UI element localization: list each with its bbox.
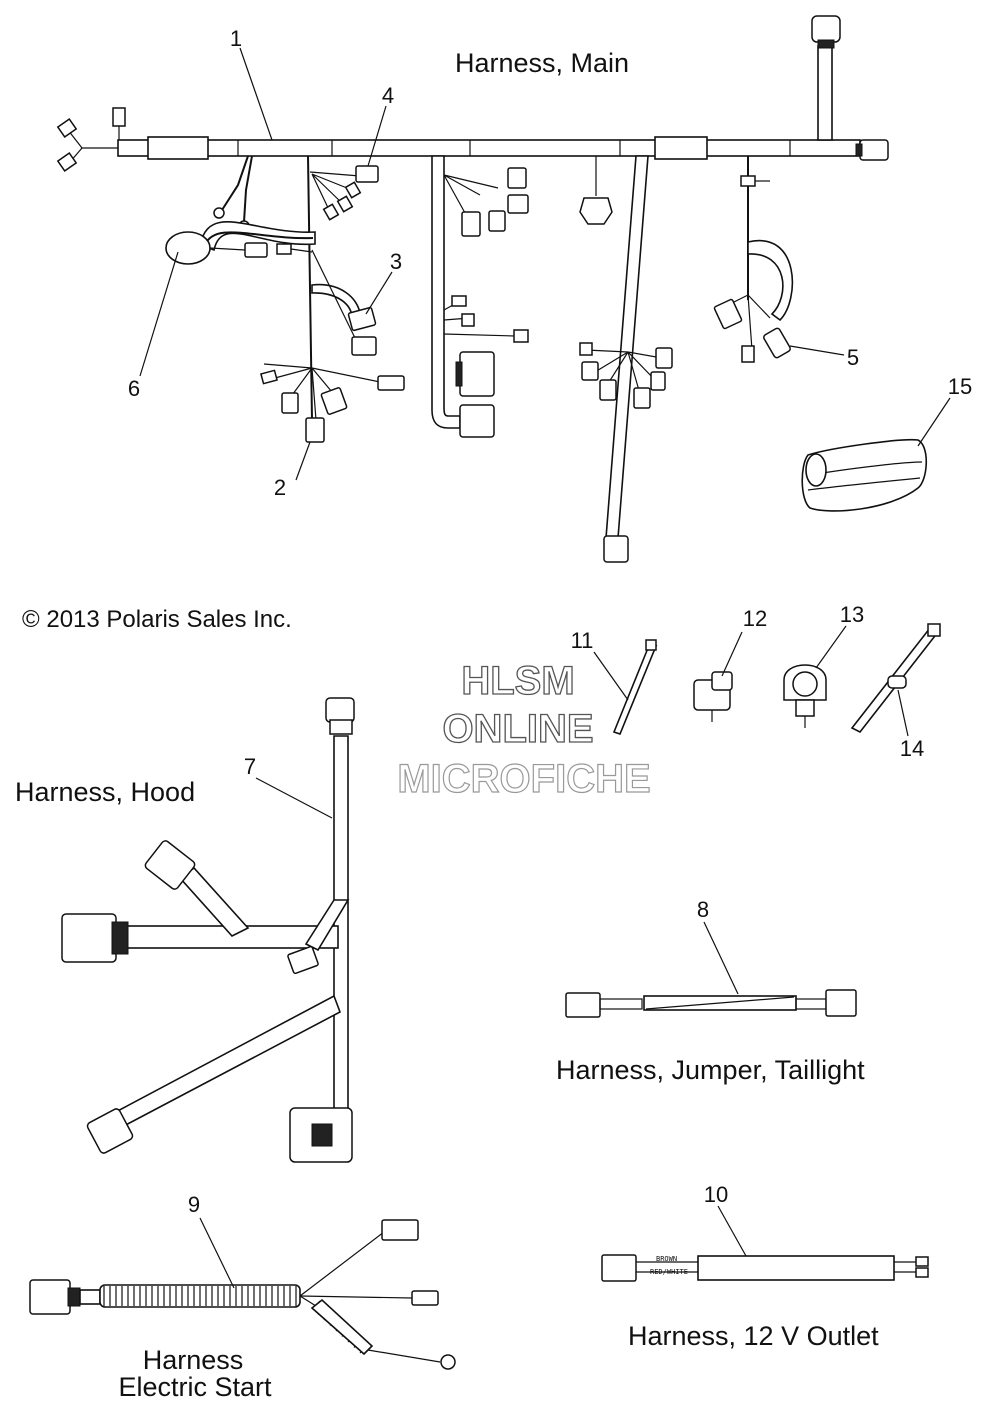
wire-label-brown: BROWN	[656, 1255, 677, 1263]
part-12-clip	[693, 671, 733, 722]
outlet-harness-title: Harness, 12 V Outlet	[628, 1321, 879, 1351]
callout-14: 14	[900, 736, 924, 761]
callout-12: 12	[743, 606, 767, 631]
callout-9: 9	[188, 1192, 200, 1217]
part-14-push-tie	[850, 623, 941, 734]
watermark-line2: ONLINE	[442, 707, 593, 751]
hood-harness-title: Harness, Hood	[15, 777, 195, 807]
callout-2: 2	[274, 475, 286, 500]
hood-harness	[61, 697, 355, 1163]
callout-5: 5	[847, 345, 859, 370]
wire-label-red-white: RED/WHITE	[650, 1268, 688, 1276]
part-15-conduit	[801, 438, 928, 512]
callout-8: 8	[697, 897, 709, 922]
jumper-harness-title: Harness, Jumper, Taillight	[556, 1055, 865, 1085]
callout-10: 10	[704, 1182, 728, 1207]
watermark-line1: HLSM	[461, 659, 574, 703]
start-harness-title-line2: Electric Start	[118, 1372, 272, 1402]
outlet-harness: BROWN RED/WHITE	[601, 1254, 929, 1282]
callout-4: 4	[382, 83, 394, 108]
callout-13: 13	[840, 602, 864, 627]
main-harness	[56, 15, 889, 563]
fastener-parts	[612, 623, 941, 735]
leader-lines	[139, 47, 951, 1289]
callout-6: 6	[128, 376, 140, 401]
start-harness-title-line1: Harness	[143, 1345, 244, 1375]
jumper-harness	[565, 989, 857, 1018]
copyright-notice: © 2013 Polaris Sales Inc.	[22, 606, 292, 633]
callout-1: 1	[230, 26, 242, 51]
part-13-clamp	[783, 664, 827, 728]
main-harness-trunk	[117, 139, 861, 157]
callout-7: 7	[244, 754, 256, 779]
callout-3: 3	[390, 249, 402, 274]
callout-11: 11	[571, 628, 594, 653]
main-harness-title: Harness, Main	[455, 48, 629, 78]
callout-15: 15	[948, 374, 972, 399]
electric-start-harness	[29, 1219, 456, 1370]
watermark-line3: MICROFICHE	[397, 757, 650, 801]
